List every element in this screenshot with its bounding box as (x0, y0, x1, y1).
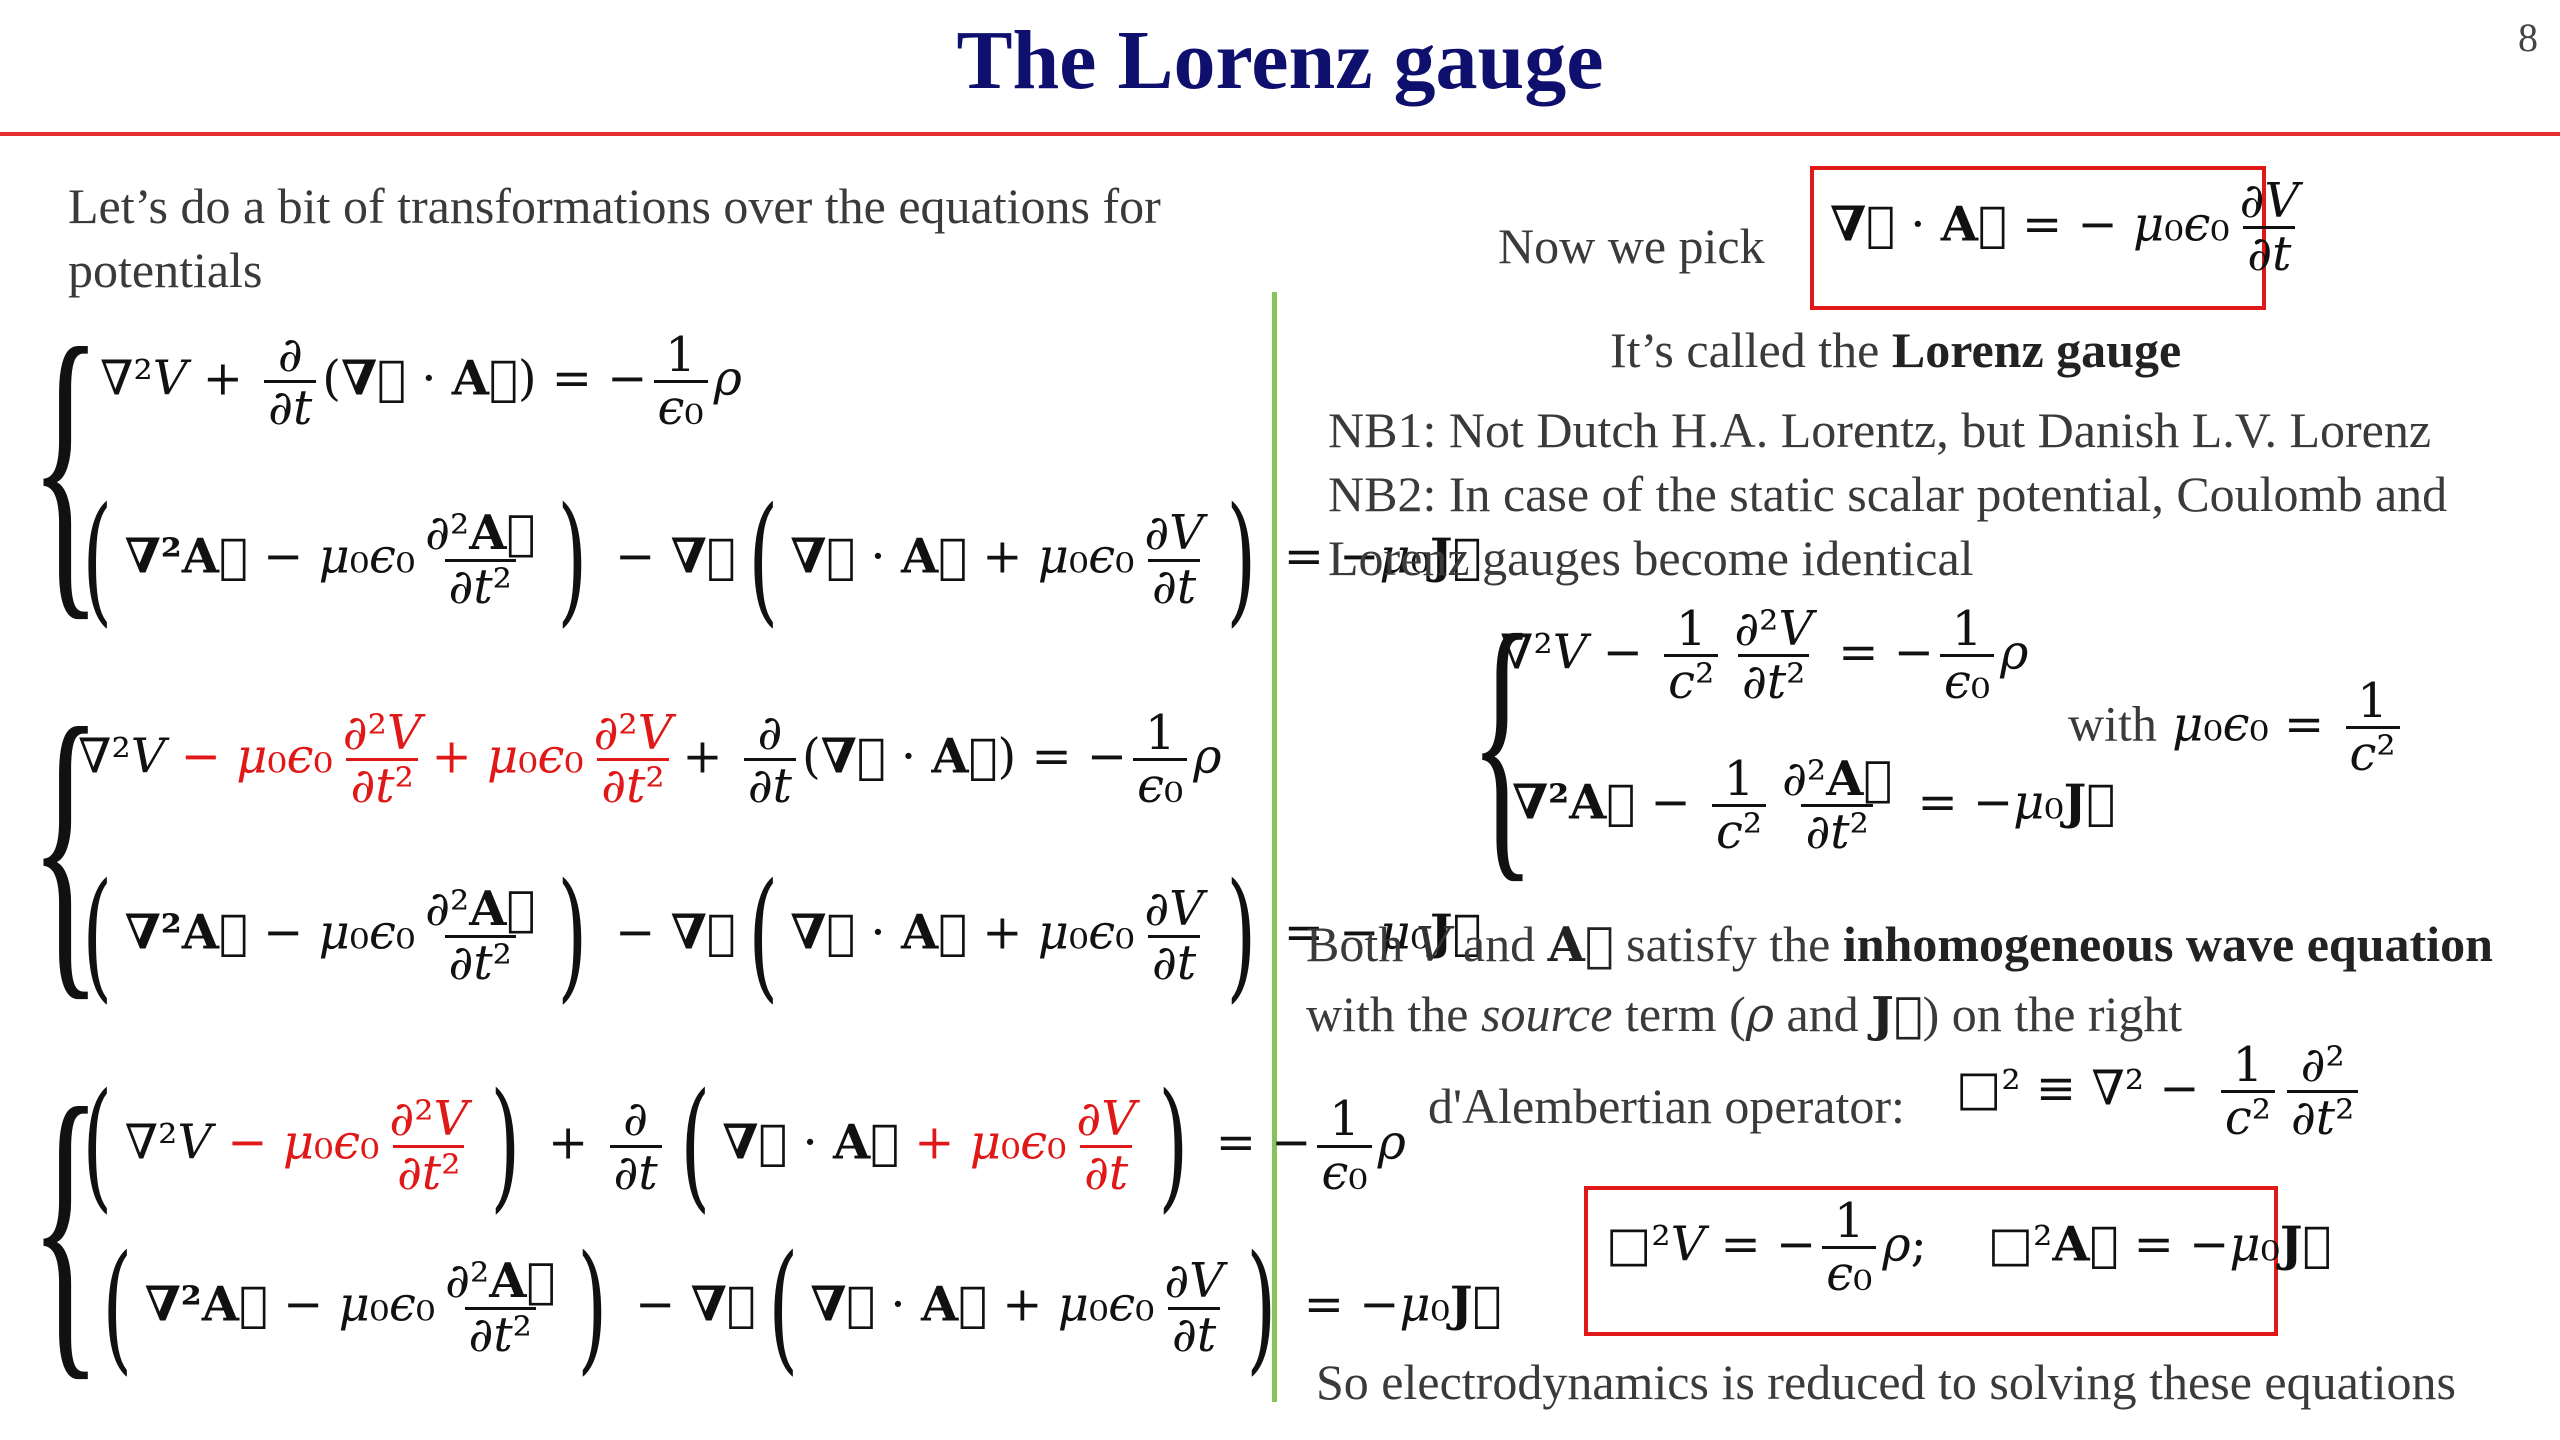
eq2-line2: (∇²A⃗ − μ₀ϵ₀∂²A⃗∂t²) − ∇⃗(∇⃗ · A⃗ + μ₀ϵ₀… (82, 854, 1482, 1017)
conclusion-text: So electrodynamics is reduced to solving… (1316, 1354, 2457, 1410)
page-number: 8 (2518, 15, 2538, 60)
dalembert-label: d'Alembertian operator: (1428, 1078, 1905, 1134)
with-the: with the (1306, 986, 1469, 1042)
eq3-line1: (∇²V − μ₀ϵ₀∂²V∂t²) + ∂∂t(∇⃗ · A⃗ + μ₀ϵ₀∂… (82, 1064, 1406, 1227)
brace-system-1: { (30, 282, 102, 647)
both-2: and (1462, 916, 1536, 972)
called-lorenz-gauge: It’s called the Lorenz gauge (1610, 318, 2181, 382)
on-right: ) on the right (1922, 986, 2183, 1042)
brace-system-3: { (30, 1042, 102, 1407)
now-we-pick-label: Now we pick (1498, 218, 1765, 274)
called-prefix: It’s called the (1610, 322, 1892, 378)
brace-wave-system: { (1470, 574, 1535, 906)
final-equations-box (1584, 1186, 2278, 1336)
both-3: satisfy the (1626, 916, 1831, 972)
called-bold: Lorenz gauge (1891, 322, 2182, 378)
source-term-statement: with the source term (ρ and J⃗) on the r… (1306, 986, 2183, 1043)
lorenz-gauge-box (1810, 166, 2266, 310)
nb1-note: NB1: Not Dutch H.A. Lorentz, but Danish … (1328, 402, 2432, 458)
title-divider (0, 132, 2560, 136)
slide-title: The Lorenz gauge (956, 14, 1604, 107)
both-1: Both (1306, 916, 1404, 972)
lorenz-gauge-equation: ∇⃗ · A⃗ = − μ₀ϵ₀∂V∂t (1830, 173, 2300, 283)
intro-text: Let’s do a bit of transformations over t… (68, 178, 1161, 298)
nb2-note: NB2: In case of the static scalar potent… (1328, 466, 2448, 586)
wave-equation-statement: Both V and A⃗ satisfy the inhomogeneous … (1306, 916, 2493, 973)
column-divider (1272, 292, 1277, 1402)
eq1-line2: (∇²A⃗ − μ₀ϵ₀∂²A⃗∂t²) − ∇⃗(∇⃗ · A⃗ + μ₀ϵ₀… (82, 478, 1482, 641)
and-text: and (1786, 986, 1859, 1042)
brace-system-2: { (30, 662, 102, 1027)
with-label: with (2068, 695, 2157, 752)
eq3-line2: (∇²A⃗ − μ₀ϵ₀∂²A⃗∂t²) − ∇⃗(∇⃗ · A⃗ + μ₀ϵ₀… (102, 1226, 1502, 1389)
source-italic: source (1480, 986, 1613, 1042)
eq2-line1: ∇²V − μ₀ϵ₀∂²V∂t²+ μ₀ϵ₀∂²V∂t²+ ∂∂t(∇⃗ · A… (78, 705, 1222, 815)
term-text: term ( (1624, 986, 1746, 1042)
both-bold: inhomogeneous wave equation (1842, 916, 2493, 972)
